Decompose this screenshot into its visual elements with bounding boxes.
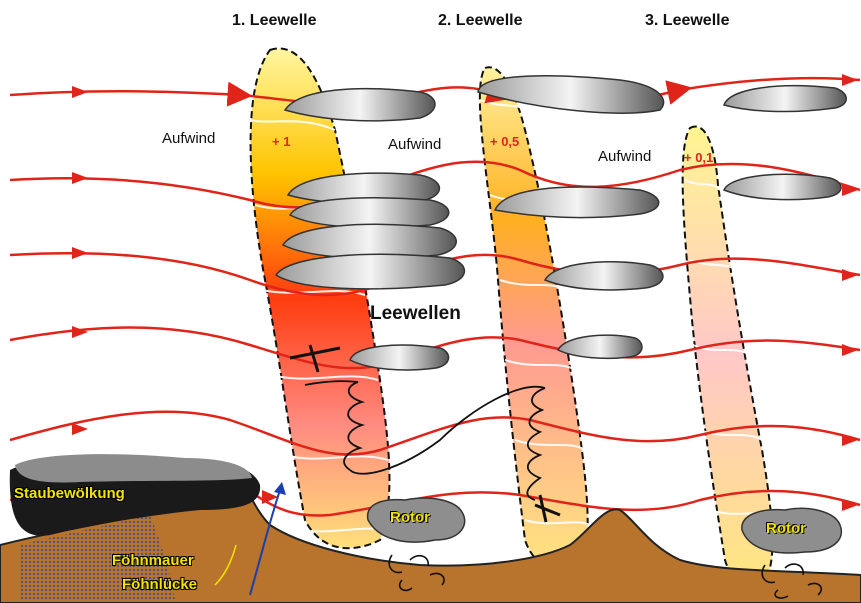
foehn-gap-arrowhead	[274, 482, 286, 495]
wave-title-1: 1. Leewelle	[232, 12, 317, 30]
lenticular-cloud	[724, 174, 841, 199]
updraft-label-1: Aufwind	[162, 130, 215, 147]
lift-value-1: + 1	[272, 134, 290, 149]
foehn-gap-label: Föhnlücke	[122, 576, 197, 593]
foehn-wall-label: Föhnmauer	[112, 552, 194, 569]
rotor-label-1: Rotor	[390, 509, 430, 526]
rotor-label-2: Rotor	[766, 520, 806, 537]
dust-cloud-top	[15, 454, 252, 482]
updraft-label-3: Aufwind	[598, 148, 651, 165]
lift-value-3: + 0,1	[684, 150, 713, 165]
lift-value-2: + 0,5	[490, 134, 519, 149]
lee-waves-label: Leewellen	[370, 303, 461, 325]
wave-title-2: 2. Leewelle	[438, 12, 523, 30]
lenticular-cloud	[290, 198, 449, 228]
wave-title-3: 3. Leewelle	[645, 12, 730, 30]
lenticular-cloud	[724, 86, 846, 112]
updraft-label-2: Aufwind	[388, 136, 441, 153]
lenticular-cloud	[558, 335, 642, 358]
lenticular-cloud	[545, 262, 663, 290]
dust-cloud-label: Staubewölkung	[14, 485, 125, 502]
